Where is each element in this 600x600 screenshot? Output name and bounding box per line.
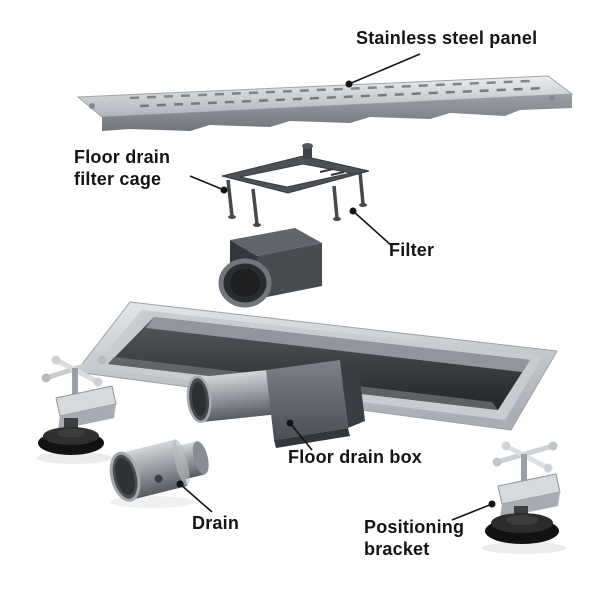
positioning-bracket-left [38, 355, 117, 455]
label-drain: Drain [192, 513, 240, 533]
leader-lines [176, 53, 496, 521]
floor-drain-box [186, 360, 365, 448]
label-filter: Filter [389, 240, 435, 260]
label-stainless-steel-panel: Stainless steel panel [356, 28, 538, 48]
label-positioning-bracket: Positioning bracket [364, 517, 465, 559]
label-floor-drain-box: Floor drain box [288, 447, 423, 467]
stainless-steel-panel [76, 75, 574, 131]
drain-outlet-box [218, 228, 322, 308]
filter-cage [221, 143, 370, 227]
positioning-bracket-right [485, 441, 561, 544]
label-floor-drain-filter-cage: Floor drain filter cage [74, 147, 171, 189]
drain-pipe [109, 439, 209, 502]
